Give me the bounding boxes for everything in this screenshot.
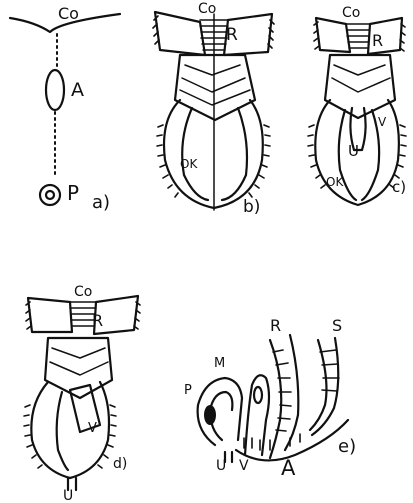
panel-e-s-right (312, 338, 338, 435)
panel-d-v-label: V (88, 421, 97, 436)
panel-c-u-label: U (348, 142, 359, 160)
panel-b-letter: b) (243, 197, 260, 217)
panel-e: R S M P U V A e) (184, 316, 356, 480)
panel-a-cell-a (46, 70, 64, 110)
panel-e-r-label: R (270, 316, 281, 335)
panel-e-m-label: M (214, 356, 225, 371)
panel-a-co-label: Co (58, 4, 79, 23)
panel-e-r-left (270, 340, 281, 458)
panel-b-ok-label: OK (180, 157, 198, 171)
panel-c-left-wing (316, 18, 350, 52)
panel-d-lower-body (31, 382, 109, 478)
panel-a-letter: a) (92, 192, 110, 213)
panel-e-p-label: P (184, 383, 192, 398)
panel-c-co-label: Co (342, 5, 360, 21)
panel-d-r-label: R (92, 311, 103, 330)
panel-b-twisted-band (175, 55, 255, 120)
panel-b-inner-right (222, 108, 247, 200)
panel-e-s-label: S (332, 316, 342, 335)
panel-d: Co R V U d) (24, 284, 140, 503)
panel-e-letter: e) (338, 436, 356, 457)
panel-a-p-label: P (67, 181, 79, 205)
panel-e-v-inner (254, 387, 262, 403)
panel-b-inner-left (182, 108, 208, 200)
panel-c-ok-label: OK (326, 175, 344, 189)
panel-b-left-wing (155, 12, 205, 55)
panel-e-s-left (310, 340, 326, 430)
panel-d-inner-left (57, 392, 68, 470)
panel-c-letter: c) (392, 178, 406, 196)
panel-d-co-label: Co (74, 284, 92, 300)
panel-c-r-label: R (372, 31, 383, 50)
panel-d-u-label: U (63, 488, 73, 503)
panel-e-u-label: U (216, 458, 226, 474)
panel-c: Co R V U OK c) (308, 5, 406, 205)
panel-c-v-label: V (378, 115, 387, 129)
panel-a-pole-inner (46, 191, 54, 199)
panel-a-a-label: A (71, 79, 84, 101)
panel-b-r-label: R (226, 25, 238, 45)
panel-e-a-label: A (281, 456, 296, 480)
panel-d-left-wing (28, 298, 72, 332)
panel-e-p-loop (198, 378, 242, 445)
panel-a: Co A P a) (10, 4, 120, 213)
panel-e-dark-blob (204, 405, 216, 425)
panel-e-v-label: V (239, 458, 249, 474)
panel-b: Co R OK b) (153, 1, 274, 217)
panel-d-letter: d) (113, 456, 127, 472)
panel-b-co-label: Co (198, 1, 216, 17)
panel-a-pole-outer (40, 185, 60, 205)
